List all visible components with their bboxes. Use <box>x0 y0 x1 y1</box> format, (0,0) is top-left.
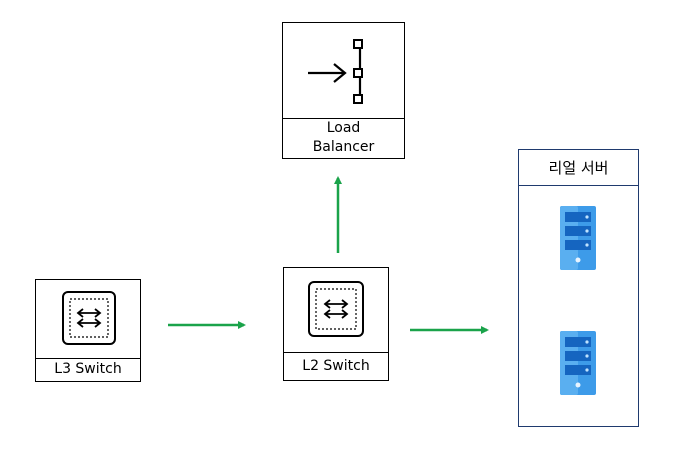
l3-switch-label: L3 Switch <box>54 361 122 377</box>
load-balancer-node[interactable]: Load Balancer <box>282 22 405 159</box>
l3-switch-node[interactable]: L3 Switch <box>35 279 141 382</box>
server-icon[interactable] <box>558 331 598 395</box>
load-balancer-icon <box>308 39 363 104</box>
real-server-group[interactable]: 리얼 서버 <box>518 149 639 427</box>
l2-switch-label: L2 Switch <box>302 357 370 374</box>
l2-switch-icon-area <box>284 268 388 353</box>
switch-icon <box>62 291 116 345</box>
load-balancer-label: Load Balancer <box>312 120 375 155</box>
server-icon[interactable] <box>558 206 598 270</box>
switch-icon <box>308 281 364 337</box>
real-server-group-title: 리얼 서버 <box>519 150 638 186</box>
l2-switch-node[interactable]: L2 Switch <box>283 267 389 381</box>
load-balancer-icon-area <box>283 23 404 119</box>
l3-switch-icon-area <box>36 280 140 359</box>
